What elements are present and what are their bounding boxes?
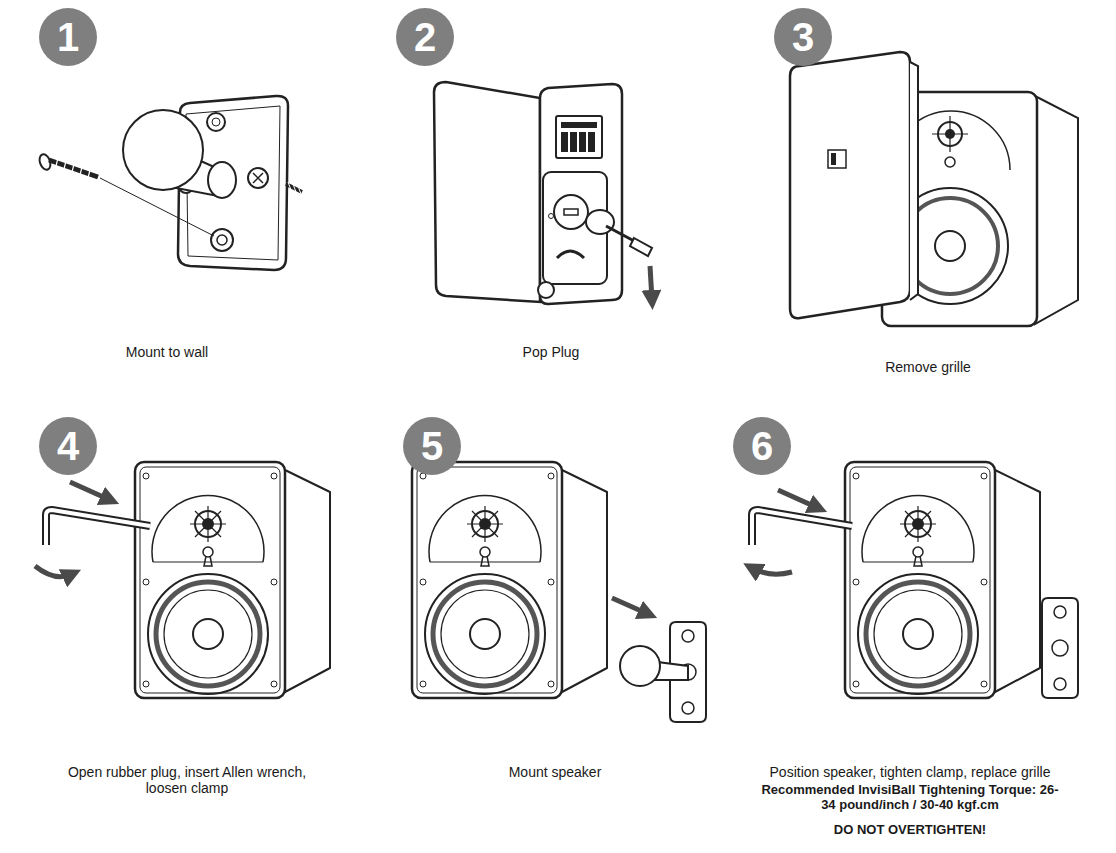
step-circle: 5 <box>403 417 461 475</box>
step-number: 1 <box>57 17 79 57</box>
step-circle: 6 <box>733 417 791 475</box>
step-caption: Open rubber plug, insert Allen wrench, l… <box>46 764 328 796</box>
step-number: 2 <box>414 17 436 57</box>
step-circle: 4 <box>39 417 97 475</box>
speaker-rear <box>434 82 652 304</box>
step-caption: Mount to wall <box>57 344 277 360</box>
step-circle: 3 <box>774 8 832 66</box>
speaker-tighten <box>752 462 1078 698</box>
wall-bracket <box>38 96 302 270</box>
step-circle: 1 <box>39 8 97 66</box>
step-caption: Position speaker, tighten clamp, replace… <box>745 764 1075 780</box>
step-caption: Pop Plug <box>451 344 651 360</box>
speaker-mount <box>412 462 706 722</box>
step-caption: Remove grille <box>828 359 1028 375</box>
step-number: 5 <box>421 426 443 466</box>
speaker-loosen <box>35 462 330 698</box>
step-caption: Mount speaker <box>455 764 655 780</box>
step-number: 3 <box>792 17 814 57</box>
step-number: 4 <box>57 426 79 466</box>
step-caption: Recommended InvisiBall Tightening Torque… <box>760 782 1060 812</box>
step-caption: DO NOT OVERTIGHTEN! <box>760 822 1060 837</box>
step-circle: 2 <box>396 8 454 66</box>
step-number: 6 <box>751 426 773 466</box>
speaker-grille <box>790 52 1078 326</box>
